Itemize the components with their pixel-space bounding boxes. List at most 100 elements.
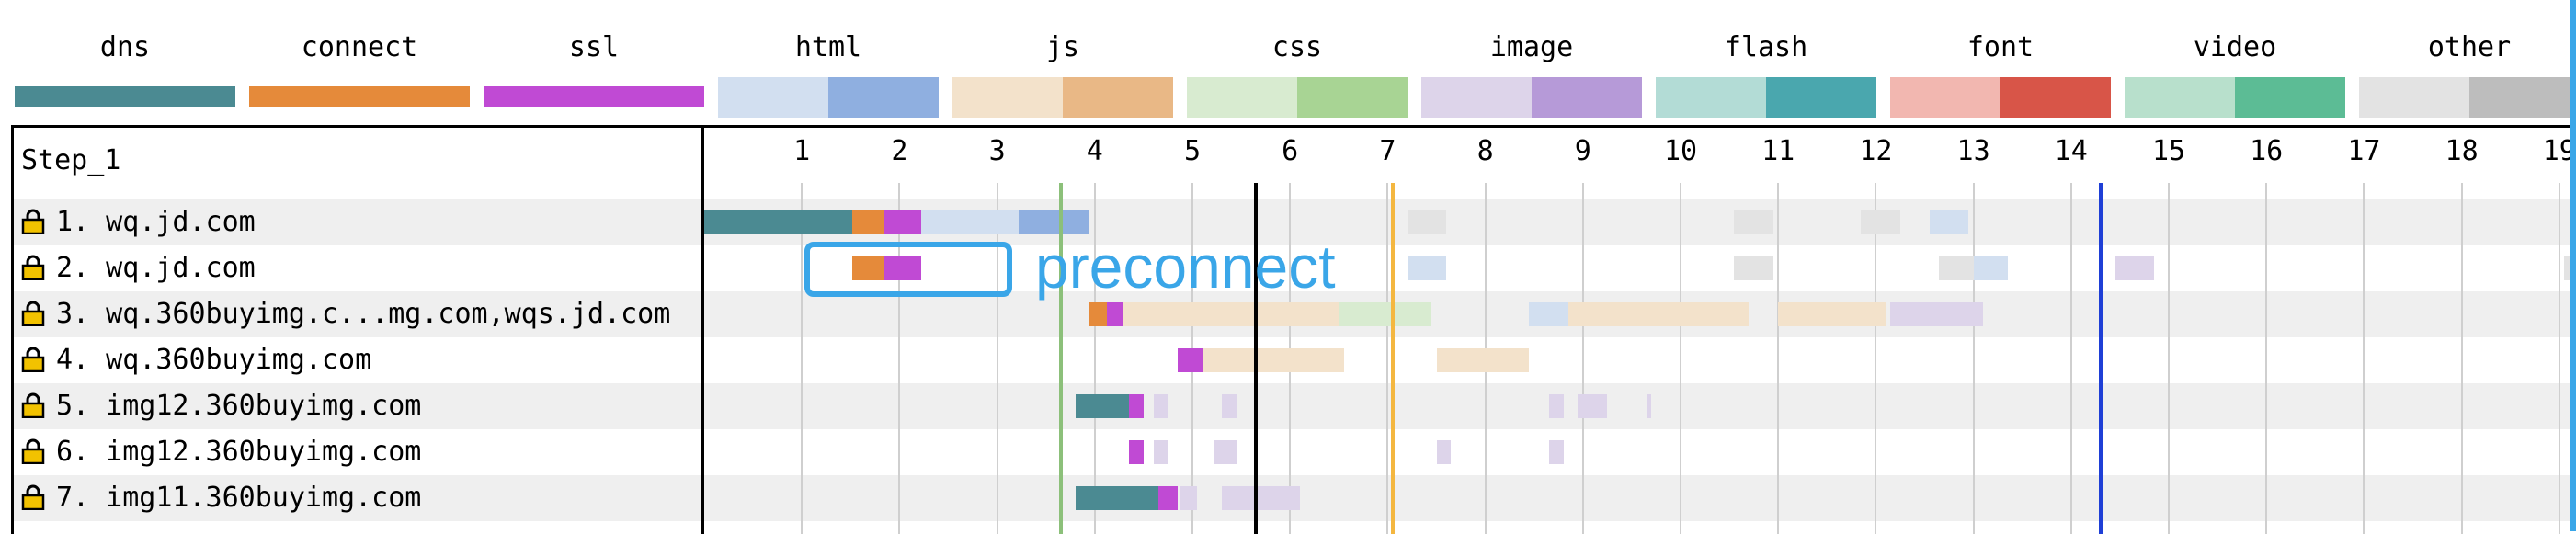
gridline — [898, 183, 901, 534]
gridline — [996, 183, 998, 534]
legend-item-connect: connect — [249, 0, 470, 119]
request-timing-bar — [1567, 302, 1750, 326]
tick-label: 11 — [1761, 135, 1795, 167]
legend-item-other: other — [2359, 0, 2576, 119]
legend-label-ssl: ssl — [568, 31, 620, 63]
request-label-text: 3. wq.360buyimg.c...mg.com,wqs.jd.com — [56, 298, 671, 330]
request-timing-bar — [1122, 302, 1339, 326]
legend-swatch-html-dark — [828, 77, 939, 118]
request-timing-bar — [1157, 486, 1179, 510]
tick-label: 12 — [1859, 135, 1893, 167]
window-edge — [2570, 0, 2576, 531]
legend-item-ssl: ssl — [484, 0, 704, 119]
request-timing-bar — [884, 256, 921, 280]
request-label-text: 1. wq.jd.com — [56, 206, 256, 238]
legend-label-font: font — [1966, 31, 2035, 63]
request-timing-bar — [1153, 394, 1168, 418]
request-timing-bar — [1128, 440, 1144, 464]
tick-label: 1 — [793, 135, 811, 167]
legend-swatch-flash-dark — [1766, 77, 1876, 118]
tick-label: 14 — [2054, 135, 2088, 167]
request-label[interactable]: 7. img11.360buyimg.com — [21, 480, 421, 517]
marker-dom-interactive — [1254, 183, 1259, 534]
request-row — [14, 383, 2576, 429]
request-label[interactable]: 1. wq.jd.com — [21, 204, 256, 241]
tick-label: 8 — [1476, 135, 1494, 167]
request-timing-bar — [1075, 486, 1158, 510]
tick-label: 2 — [891, 135, 908, 167]
request-timing-bar — [1529, 302, 1568, 326]
gridline — [1875, 183, 1877, 534]
legend-swatch-image-dark — [1532, 77, 1642, 118]
request-timing-bar — [1075, 394, 1129, 418]
request-label-text: 7. img11.360buyimg.com — [56, 482, 422, 514]
request-timing-bar — [884, 210, 921, 234]
request-timing-bar — [1890, 302, 1984, 326]
request-timing-bar — [1778, 302, 1886, 326]
request-label[interactable]: 2. wq.jd.com — [21, 250, 256, 287]
request-timing-bar — [1929, 210, 1969, 234]
legend-label-html: html — [794, 31, 862, 63]
request-timing-bar — [1221, 394, 1237, 418]
request-timing-bar — [1180, 486, 1198, 510]
tick-label: 13 — [1956, 135, 1990, 167]
waterfall-chart: Step_1 1. wq.jd.com 2. wq.jd.com 3. wq.360… — [11, 125, 2576, 534]
legend-item-font: font — [1890, 0, 2111, 119]
gridline — [1680, 183, 1681, 534]
request-timing-bar — [1214, 440, 1237, 464]
legend-swatch-video-dark — [2235, 77, 2345, 118]
request-timing-bar — [1973, 256, 2008, 280]
preconnect-highlight-box — [804, 242, 1012, 297]
request-label[interactable]: 6. img12.360buyimg.com — [21, 434, 421, 471]
legend-item-image: image — [1421, 0, 1642, 119]
request-label-text: 5. img12.360buyimg.com — [56, 390, 422, 422]
lock-icon — [21, 392, 45, 418]
gridline — [1093, 183, 1096, 534]
gridline — [2168, 183, 2170, 534]
request-timing-bar — [852, 210, 885, 234]
legend-item-css: css — [1187, 0, 1408, 119]
request-label[interactable]: 4. wq.360buyimg.com — [21, 342, 371, 379]
lock-icon — [21, 347, 45, 372]
legend-swatch-css-dark — [1297, 77, 1408, 118]
lock-icon — [21, 209, 45, 234]
tick-label: 16 — [2250, 135, 2284, 167]
gridline — [2460, 183, 2463, 534]
gridline — [2558, 183, 2560, 534]
tick-label: 3 — [988, 135, 1006, 167]
legend-item-dns: dns — [15, 0, 235, 119]
legend-swatch-other-dark — [2469, 77, 2576, 118]
legend-label-dns: dns — [99, 31, 151, 63]
marker-onload — [2098, 183, 2103, 534]
legend-swatch-ssl — [484, 86, 704, 107]
lock-icon — [21, 438, 45, 464]
request-timing-bar — [1153, 440, 1168, 464]
legend-label-js: js — [1045, 31, 1080, 63]
gridline — [1972, 183, 1975, 534]
request-timing-bar — [1646, 394, 1652, 418]
lock-icon — [21, 301, 45, 326]
request-timing-bar — [1339, 302, 1432, 326]
request-timing-bar — [852, 256, 885, 280]
request-label[interactable]: 5. img12.360buyimg.com — [21, 388, 421, 425]
step-label: Step_1 — [21, 144, 121, 176]
request-timing-bar — [1861, 210, 1900, 234]
request-timing-bar — [1734, 256, 1773, 280]
request-timing-bar — [1548, 440, 1564, 464]
request-label[interactable]: 3. wq.360buyimg.c...mg.com,wqs.jd.com — [21, 296, 670, 333]
legend-label-video: video — [2193, 31, 2277, 63]
tick-label: 7 — [1379, 135, 1396, 167]
marker-start-render — [1058, 183, 1063, 534]
request-timing-bar — [1089, 302, 1107, 326]
request-timing-bar — [1548, 394, 1564, 418]
request-timing-bar — [1018, 210, 1090, 234]
legend-swatch-connect — [249, 86, 470, 107]
request-timing-bar — [1939, 256, 1974, 280]
request-timing-bar — [704, 210, 853, 234]
request-label-text: 6. img12.360buyimg.com — [56, 436, 422, 468]
tick-label: 5 — [1183, 135, 1202, 167]
request-timing-bar — [1578, 394, 1608, 418]
request-timing-bar — [1106, 302, 1123, 326]
